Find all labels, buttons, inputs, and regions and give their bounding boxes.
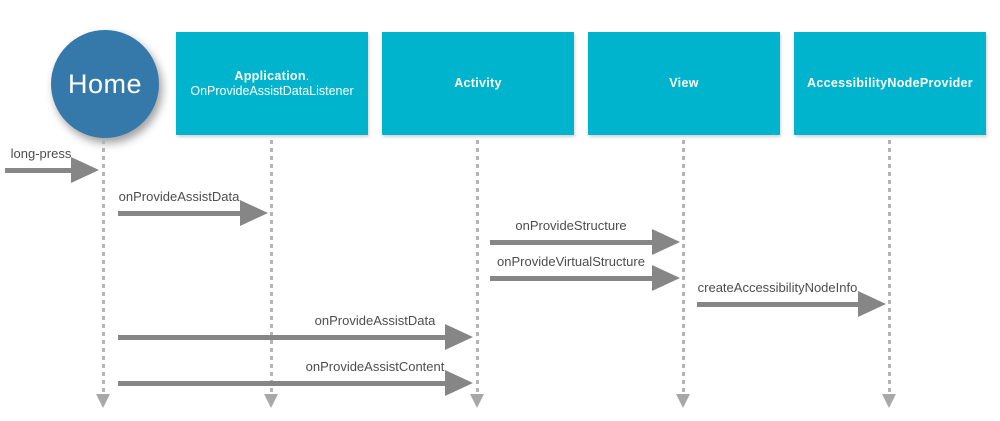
actor-home: Home bbox=[51, 30, 159, 138]
lifeline-activity bbox=[476, 140, 479, 394]
lifeline-application-end-arrow-icon bbox=[264, 394, 278, 408]
message-label: onProvideVirtualStructure bbox=[497, 254, 645, 269]
arrow-shaft bbox=[697, 302, 862, 307]
arrow-shaft bbox=[118, 211, 244, 216]
message-on-provide-assist-data-to-application: onProvideAssistData bbox=[118, 189, 268, 226]
message-label: onProvideAssistData bbox=[314, 313, 436, 328]
arrow-shaft bbox=[118, 335, 449, 340]
actor-activity: Activity bbox=[382, 32, 574, 135]
actor-view: View bbox=[588, 32, 780, 135]
message-label: createAccessibilityNodeInfo bbox=[697, 280, 858, 295]
message-on-provide-assist-data-to-activity: onProvideAssistData bbox=[118, 313, 473, 350]
arrow-head-icon bbox=[240, 200, 268, 226]
message-on-provide-assist-content: onProvideAssistContent bbox=[118, 359, 473, 396]
message-long-press: long-press bbox=[5, 146, 99, 183]
message-on-provide-virtual-structure: onProvideVirtualStructure bbox=[490, 254, 680, 291]
lifeline-view-end-arrow-icon bbox=[676, 394, 690, 408]
arrow-shaft bbox=[490, 276, 656, 281]
arrow-shaft bbox=[490, 240, 656, 245]
actor-activity-label: Activity bbox=[454, 76, 502, 90]
actor-application-title: Application. bbox=[234, 68, 310, 83]
actor-view-label: View bbox=[669, 76, 699, 90]
arrow-head-icon bbox=[858, 291, 886, 317]
message-label: onProvideAssistData bbox=[118, 189, 240, 204]
lifeline-application bbox=[270, 140, 273, 394]
lifeline-activity-end-arrow-icon bbox=[470, 394, 484, 408]
arrow-shaft bbox=[5, 168, 75, 173]
actor-home-label: Home bbox=[67, 68, 143, 99]
lifeline-accessibility-node-provider bbox=[888, 140, 891, 394]
lifeline-home bbox=[102, 140, 105, 394]
message-create-accessibility-node-info: createAccessibilityNodeInfo bbox=[697, 280, 886, 317]
arrow-head-icon bbox=[445, 324, 473, 350]
arrow-head-icon bbox=[652, 229, 680, 255]
message-long-press-label: long-press bbox=[10, 146, 72, 161]
lifeline-view bbox=[682, 140, 685, 394]
arrow-head-icon bbox=[652, 265, 680, 291]
actor-application-subtitle: OnProvideAssistDataListener bbox=[190, 83, 354, 98]
message-label: onProvideStructure bbox=[515, 218, 627, 233]
arrow-head-icon bbox=[71, 157, 99, 183]
arrow-head-icon bbox=[445, 370, 473, 396]
message-on-provide-structure: onProvideStructure bbox=[490, 218, 680, 255]
arrow-shaft bbox=[118, 381, 449, 386]
message-label: onProvideAssistContent bbox=[305, 359, 445, 374]
actor-application-listener: Application. OnProvideAssistDataListener bbox=[176, 32, 368, 135]
actor-accessibility-node-provider-label: AccessibilityNodeProvider bbox=[807, 76, 973, 90]
actor-accessibility-node-provider: AccessibilityNodeProvider bbox=[794, 32, 986, 135]
lifeline-home-end-arrow-icon bbox=[96, 394, 110, 408]
lifeline-accessibility-node-provider-end-arrow-icon bbox=[882, 394, 896, 408]
